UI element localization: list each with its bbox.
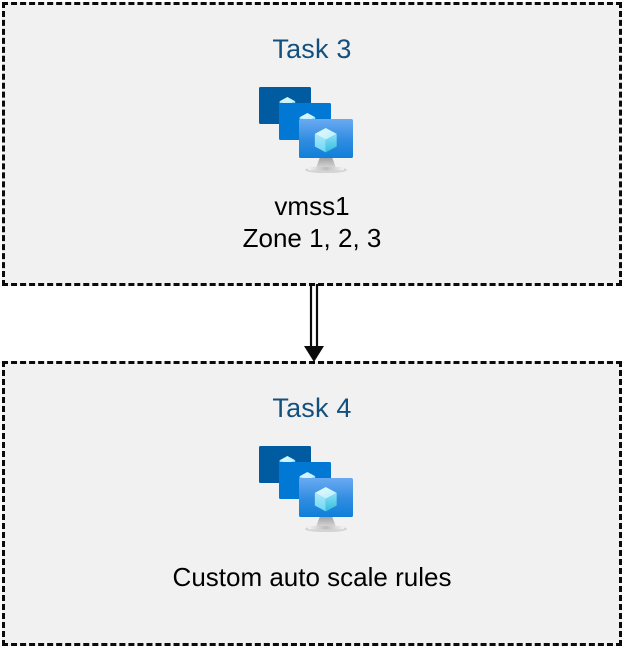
task-box-task-3: Task 3 [2, 2, 622, 286]
caption-line: vmss1 [274, 191, 350, 221]
arrowhead-down-icon [304, 346, 324, 362]
task-4-captions: Custom auto scale rules [173, 562, 452, 594]
caption-line: Zone 1, 2, 3 [242, 222, 382, 253]
azure-virtual-machine-scale-set-icon [259, 87, 353, 173]
task-title: Task 4 [272, 393, 352, 423]
task-box-task-4: Task 4 [2, 361, 622, 646]
connector-double-line-arrow [304, 284, 324, 362]
vmss-icon-wrapper [258, 81, 366, 173]
caption-line: Custom auto scale rules [172, 562, 452, 592]
monitor-front-icon [299, 119, 353, 173]
task-title: Task 3 [272, 34, 352, 64]
task-3-captions: vmss1 Zone 1, 2, 3 [243, 191, 382, 254]
vmss-icon-wrapper [258, 440, 366, 532]
azure-virtual-machine-scale-set-icon [259, 446, 353, 532]
monitor-front-icon [299, 478, 353, 532]
